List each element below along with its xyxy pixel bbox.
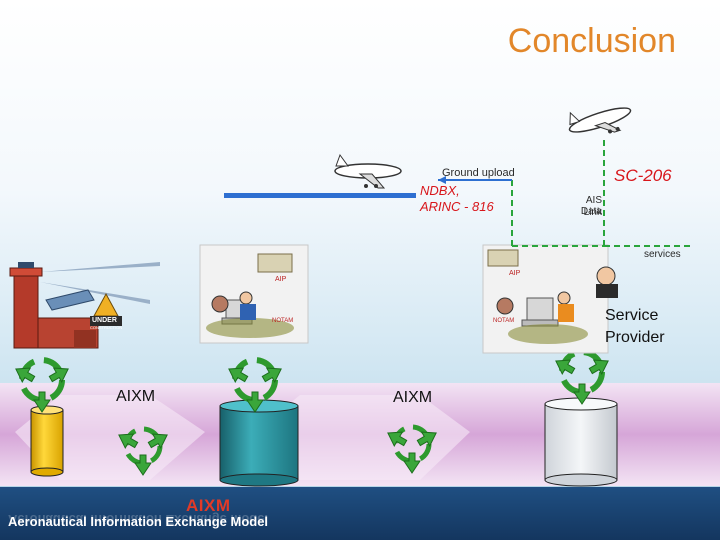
- notam-label-left: NOTAM: [272, 318, 294, 324]
- ground-link-bar: [224, 193, 416, 198]
- services-label: services: [644, 249, 681, 260]
- footer-title-reflection: Aeronautical Information Exchange Model: [8, 512, 269, 527]
- slide-title: Conclusion: [507, 22, 676, 60]
- ground-aircraft-icon: [334, 153, 402, 189]
- under-construction-sign-sublabel: CONSTRUCTION: [90, 325, 123, 330]
- aip-label-left: AIP: [275, 276, 287, 283]
- airport-illustration: [9, 262, 160, 349]
- provider-label: Provider: [605, 329, 665, 346]
- under-construction-sign-label: UNDER: [92, 317, 117, 324]
- footer-band: [0, 487, 720, 540]
- operator-icon-right: [557, 291, 571, 305]
- ground-upload-label: Ground upload: [442, 167, 515, 179]
- service-agent-icon: [596, 266, 616, 286]
- arinc-label: ARINC - 816: [420, 199, 494, 214]
- green-dashed-connectors: [511, 140, 694, 247]
- aip-book-icon-right: [487, 249, 519, 267]
- aixm-label-center: AIXM: [393, 389, 433, 406]
- aip-book-icon-left: [257, 253, 293, 273]
- notam-icon-left: [211, 295, 229, 313]
- recycle-symbol-center-left: [224, 357, 286, 413]
- recycle-symbol-band-left: [114, 426, 172, 476]
- recycle-symbol-right: [551, 349, 613, 405]
- computer-icon-right: [526, 297, 554, 321]
- service-label: Service: [605, 307, 659, 324]
- notam-label-right: NOTAM: [493, 318, 515, 324]
- footer-title: Aeronautical Information Exchange Model: [8, 514, 269, 529]
- database-yellow: [30, 405, 64, 477]
- recycle-symbol-band-center: [383, 424, 441, 474]
- database-teal: [219, 399, 299, 487]
- sc206-label: SC-206: [614, 166, 672, 185]
- recycle-symbol-left: [11, 357, 73, 413]
- ais-data-label: AIS Data: [580, 195, 602, 217]
- database-grey: [544, 397, 618, 487]
- footer-aixm-logo: AIXM: [186, 496, 231, 515]
- airborne-aircraft-icon: [568, 107, 632, 134]
- notam-icon-right: [496, 297, 514, 315]
- aip-label-right: AIP: [509, 270, 521, 277]
- aixm-label-left: AIXM: [116, 388, 156, 405]
- operator-icon-left: [239, 291, 253, 305]
- link-label: Link: [583, 207, 602, 218]
- ndbx-label: NDBX,: [420, 183, 460, 198]
